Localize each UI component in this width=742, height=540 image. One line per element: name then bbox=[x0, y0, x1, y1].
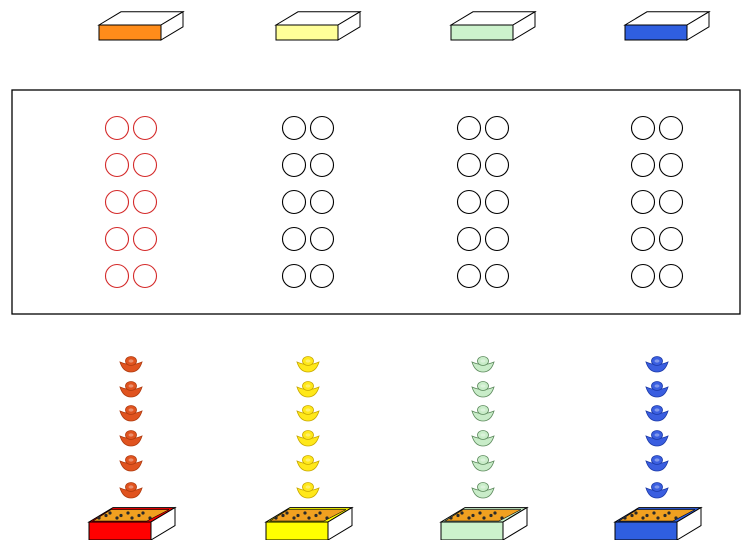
slot[interactable] bbox=[632, 228, 655, 251]
box-lid-orange[interactable] bbox=[99, 12, 183, 40]
slot[interactable] bbox=[458, 154, 481, 177]
tray-yellow-front bbox=[266, 522, 328, 540]
piece[interactable] bbox=[646, 483, 668, 499]
piece[interactable] bbox=[472, 357, 494, 373]
piece[interactable] bbox=[646, 406, 668, 422]
slot[interactable] bbox=[106, 154, 129, 177]
piece[interactable] bbox=[297, 406, 319, 422]
slot[interactable] bbox=[660, 228, 683, 251]
slot[interactable] bbox=[283, 228, 306, 251]
piece[interactable] bbox=[120, 357, 142, 373]
box-lid-orange-front bbox=[99, 25, 161, 40]
tray-orange[interactable] bbox=[89, 508, 175, 540]
slot[interactable] bbox=[660, 265, 683, 288]
piece[interactable] bbox=[120, 456, 142, 472]
box-lid-yellow[interactable] bbox=[276, 12, 360, 40]
box-lid-blue[interactable] bbox=[625, 12, 709, 40]
piece[interactable] bbox=[120, 431, 142, 447]
piece[interactable] bbox=[646, 431, 668, 447]
piece-stack-blue bbox=[646, 357, 668, 499]
slot[interactable] bbox=[283, 117, 306, 140]
slot[interactable] bbox=[632, 265, 655, 288]
tray-orange-front bbox=[89, 522, 151, 540]
piece[interactable] bbox=[472, 406, 494, 422]
piece[interactable] bbox=[297, 357, 319, 373]
slot[interactable] bbox=[134, 228, 157, 251]
piece[interactable] bbox=[472, 456, 494, 472]
trays bbox=[89, 508, 701, 540]
slot[interactable] bbox=[311, 191, 334, 214]
slot[interactable] bbox=[486, 191, 509, 214]
slot[interactable] bbox=[660, 191, 683, 214]
slot[interactable] bbox=[134, 265, 157, 288]
piece[interactable] bbox=[646, 357, 668, 373]
tray-green-front bbox=[441, 522, 503, 540]
slot[interactable] bbox=[311, 265, 334, 288]
slot[interactable] bbox=[134, 154, 157, 177]
piece[interactable] bbox=[120, 382, 142, 398]
slot[interactable] bbox=[632, 191, 655, 214]
piece[interactable] bbox=[646, 382, 668, 398]
slot[interactable] bbox=[283, 265, 306, 288]
slot[interactable] bbox=[106, 228, 129, 251]
piece[interactable] bbox=[120, 406, 142, 422]
tray-blue-front bbox=[615, 522, 677, 540]
piece-stack-green bbox=[472, 357, 494, 499]
slot[interactable] bbox=[660, 154, 683, 177]
tray-green[interactable] bbox=[441, 508, 527, 540]
slot[interactable] bbox=[311, 117, 334, 140]
slot[interactable] bbox=[458, 228, 481, 251]
piece-stack-orange bbox=[120, 357, 142, 499]
slot[interactable] bbox=[660, 117, 683, 140]
piece[interactable] bbox=[646, 456, 668, 472]
slot[interactable] bbox=[106, 191, 129, 214]
slot[interactable] bbox=[134, 191, 157, 214]
tray-yellow[interactable] bbox=[266, 508, 352, 540]
box-lid-yellow-front bbox=[276, 25, 338, 40]
slot[interactable] bbox=[106, 265, 129, 288]
piece[interactable] bbox=[297, 483, 319, 499]
slot[interactable] bbox=[458, 117, 481, 140]
slot[interactable] bbox=[311, 228, 334, 251]
slot[interactable] bbox=[486, 265, 509, 288]
piece-stack-yellow bbox=[297, 357, 319, 499]
slot[interactable] bbox=[486, 117, 509, 140]
piece[interactable] bbox=[297, 456, 319, 472]
piece[interactable] bbox=[120, 483, 142, 499]
slot[interactable] bbox=[134, 117, 157, 140]
slot[interactable] bbox=[458, 265, 481, 288]
piece[interactable] bbox=[297, 382, 319, 398]
box-lid-green-front bbox=[451, 25, 513, 40]
slot[interactable] bbox=[486, 154, 509, 177]
slot[interactable] bbox=[486, 228, 509, 251]
box-lid-blue-front bbox=[625, 25, 687, 40]
slot[interactable] bbox=[632, 154, 655, 177]
piece[interactable] bbox=[297, 431, 319, 447]
box-lids bbox=[99, 12, 709, 40]
slot[interactable] bbox=[283, 154, 306, 177]
box-lid-green[interactable] bbox=[451, 12, 535, 40]
slot[interactable] bbox=[311, 154, 334, 177]
slot[interactable] bbox=[283, 191, 306, 214]
piece-stacks bbox=[120, 357, 668, 499]
slot[interactable] bbox=[106, 117, 129, 140]
piece[interactable] bbox=[472, 382, 494, 398]
slot[interactable] bbox=[458, 191, 481, 214]
slot[interactable] bbox=[632, 117, 655, 140]
piece[interactable] bbox=[472, 431, 494, 447]
piece[interactable] bbox=[472, 483, 494, 499]
tray-blue[interactable] bbox=[615, 508, 701, 540]
